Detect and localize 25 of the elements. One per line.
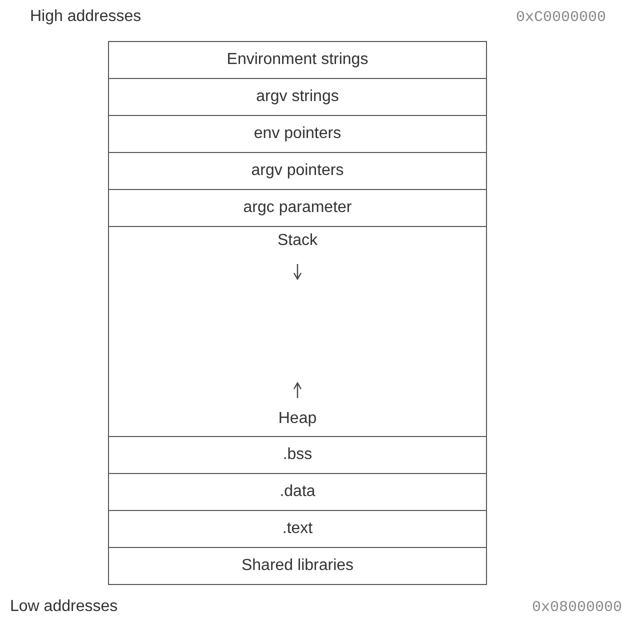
address-caption: High addresses	[30, 8, 142, 26]
segment-label: Environment strings	[226, 51, 370, 69]
segment-label: argv pointers	[250, 162, 345, 180]
address-value: 0x08000000	[532, 599, 622, 616]
memory-region	[108, 226, 487, 437]
memory-segment	[108, 152, 487, 190]
memory-segment	[108, 78, 487, 116]
address-caption: Low addresses	[10, 598, 118, 616]
memory-segment	[108, 436, 487, 474]
segment-label: argv strings	[255, 88, 340, 106]
segment-label: .text	[281, 520, 314, 538]
segment-label: .bss	[282, 446, 314, 464]
memory-segment	[108, 510, 487, 548]
memory-segment	[108, 115, 487, 153]
segment-label: .data	[278, 483, 316, 501]
segment-label: Heap	[277, 410, 318, 428]
memory-segment	[108, 547, 487, 585]
segment-label: Stack	[276, 232, 318, 250]
segment-label: env pointers	[252, 125, 342, 143]
segment-label: Shared libraries	[240, 557, 355, 575]
address-value: 0xC0000000	[516, 9, 606, 26]
memory-segment	[108, 189, 487, 227]
memory-segment	[108, 473, 487, 511]
memory-segment	[108, 41, 487, 79]
segment-label: argc parameter	[242, 199, 353, 217]
